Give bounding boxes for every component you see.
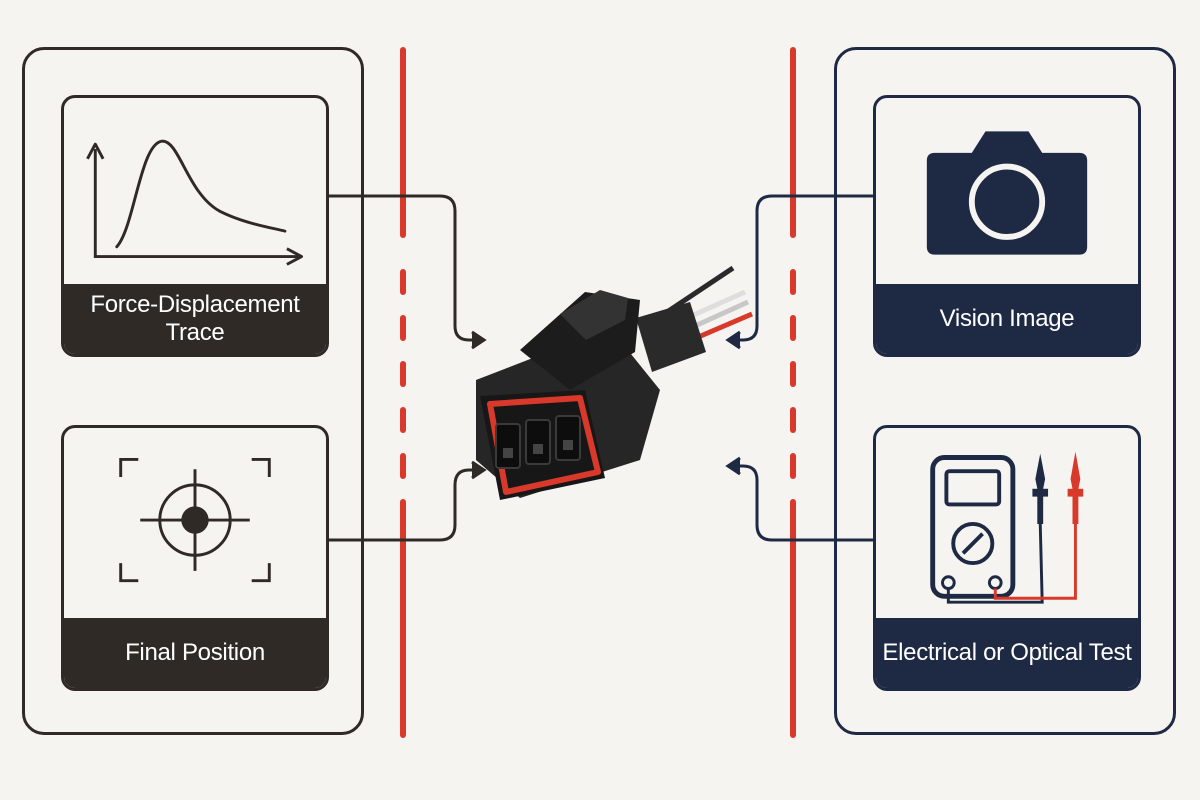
arrow-force-to-connector [327,194,482,342]
final-position-card: Final Position [61,425,329,691]
right-panel: Vision Image Electrical or Optical Test [834,47,1176,735]
final-position-label: Final Position [64,618,326,688]
force-displacement-label: Force-Displacement Trace [64,284,326,354]
vision-image-card: Vision Image [873,95,1141,357]
arrow-test-to-connector [730,464,873,542]
force-displacement-graph-icon [86,139,304,266]
right-arrows [725,194,873,542]
electrical-optical-test-label: Electrical or Optical Test [876,618,1138,688]
arrow-vision-to-connector [730,194,873,342]
left-arrows [327,194,487,542]
camera-icon [926,131,1088,255]
crosshair-target-icon [119,457,271,583]
arrow-position-to-connector [327,468,482,542]
left-panel: Force-Displacement Trace Final Position [22,47,364,735]
connector-icon [476,265,753,500]
multimeter-icon [930,451,1084,604]
vision-image-label: Vision Image [876,284,1138,354]
force-displacement-card: Force-Displacement Trace [61,95,329,357]
electrical-optical-test-card: Electrical or Optical Test [873,425,1141,691]
